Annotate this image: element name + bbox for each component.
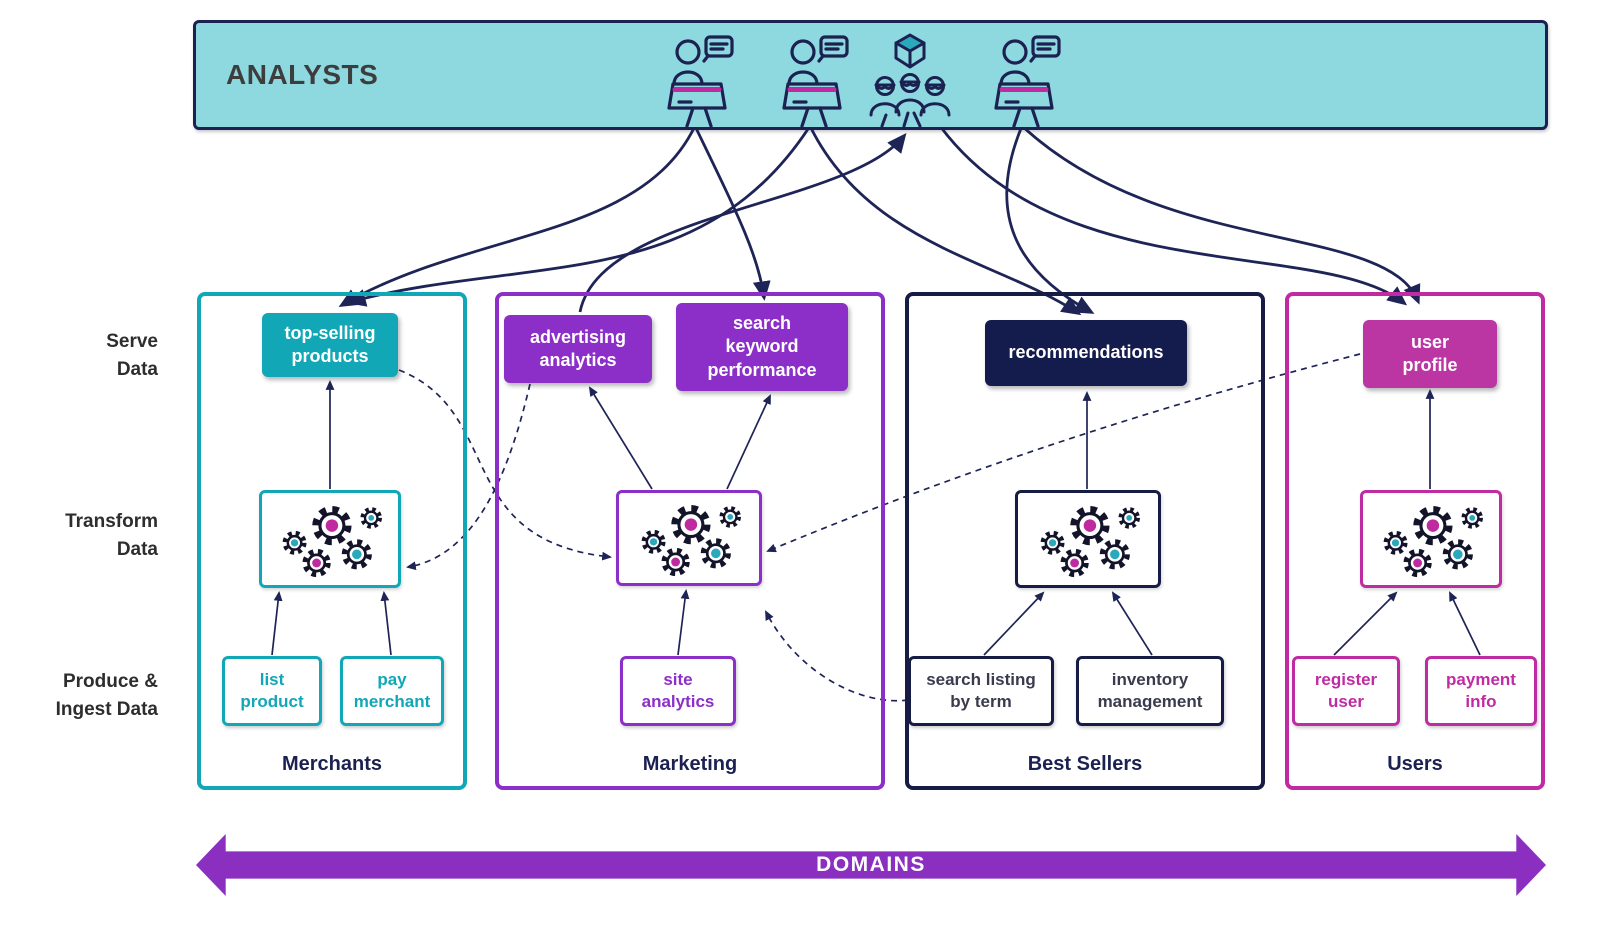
arrow-registeruser-gears — [1333, 591, 1398, 656]
transform-gears-icon — [621, 492, 757, 584]
domain-merchants: Merchants — [197, 292, 467, 790]
flow-analyst3-recommendations — [1005, 125, 1095, 314]
domain-merchants-label: Merchants — [281, 753, 383, 775]
domains-axis-label: DOMAINS — [816, 853, 926, 876]
domain-best-sellers-label: Best Sellers — [1027, 753, 1143, 775]
dashed-searchlisting-marketinggears — [765, 610, 909, 702]
arrow-searchlisting-gears — [983, 591, 1045, 656]
flow-analyst1-topselling — [338, 125, 697, 307]
analysts-banner: ANALYSTS — [193, 20, 1548, 130]
row-label-transform-data: Transform Data — [65, 511, 158, 560]
analysts-title: ANALYSTS — [226, 59, 379, 90]
transform-box-merchants — [259, 490, 401, 588]
analyst-laptop-chat-icon — [667, 35, 734, 127]
domain-best-sellers: Best Sellers — [905, 292, 1265, 790]
data-product-top-selling-products: top-selling products — [262, 313, 398, 377]
analyst-laptop-chat-icon — [994, 35, 1061, 127]
transform-box-best-sellers — [1015, 490, 1161, 588]
arrow-listproduct-gears — [271, 590, 283, 656]
domain-marketing-label: Marketing — [642, 753, 738, 775]
arrow-siteanalytics-gears — [677, 588, 690, 656]
row-label-serve-data: Serve Data — [106, 331, 158, 380]
source-search-listing-by-term: search listing by term — [908, 656, 1054, 726]
data-product-recommendations: recommendations — [985, 320, 1187, 386]
source-site-analytics: site analytics — [620, 656, 736, 726]
arrow-paymentinfo-gears — [1449, 591, 1481, 656]
domain-users-label: Users — [1387, 753, 1443, 775]
dashed-advertising-merchantsgears — [405, 383, 531, 571]
data-product-user-profile: user profile — [1363, 320, 1497, 388]
arrow-inventory-gears — [1111, 591, 1153, 656]
arrow-gears-advertising — [588, 386, 653, 490]
source-inventory-management: inventory management — [1076, 656, 1224, 726]
source-payment-info: payment info — [1425, 656, 1537, 726]
transform-box-marketing — [616, 490, 762, 586]
transform-gears-icon — [1020, 493, 1156, 585]
domain-marketing: Marketing — [495, 292, 885, 790]
analyst-laptop-chat-icon — [782, 35, 849, 127]
flow-analyst2-recommendations — [808, 125, 1082, 316]
arrow-paymerchant-gears — [380, 590, 392, 656]
transform-box-users — [1360, 490, 1502, 588]
flow-analystgroup-userprofile — [938, 125, 1408, 306]
flow-analyst2-topselling — [346, 125, 812, 307]
data-product-advertising-analytics: advertising analytics — [504, 315, 652, 383]
analyst-group-cube-icon — [869, 33, 951, 127]
dashed-userprofile-marketinggears — [766, 353, 1361, 553]
data-product-search-keyword-performance: search keyword performance — [676, 303, 848, 391]
flow-advertising-analystgroup — [578, 132, 907, 313]
flow-analyst1-searchkeyword — [693, 125, 771, 301]
source-register-user: register user — [1292, 656, 1400, 726]
source-list-product: list product — [222, 656, 322, 726]
row-label-produce-ingest-data: Produce & Ingest Data — [55, 671, 158, 720]
dashed-topselling-marketinggears — [398, 369, 613, 561]
transform-gears-icon — [262, 493, 398, 585]
flow-analyst3-userprofile — [1021, 124, 1421, 305]
arrow-gears-searchkeyword — [726, 394, 771, 490]
transform-gears-icon — [1363, 493, 1499, 585]
source-pay-merchant: pay merchant — [340, 656, 444, 726]
